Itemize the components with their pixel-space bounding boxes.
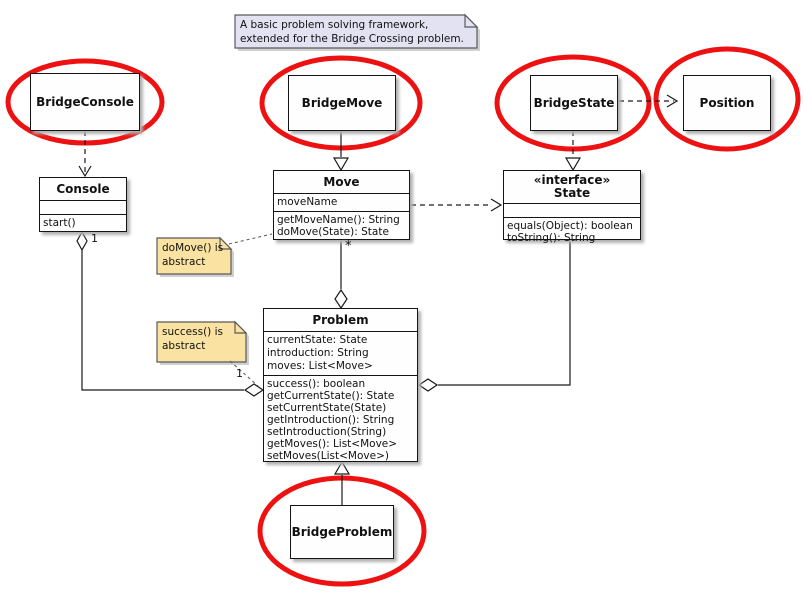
note-line: extended for the Bridge Crossing problem… — [240, 33, 464, 45]
method: equals(Object): boolean — [507, 220, 633, 232]
attributes-compartment — [40, 200, 126, 214]
method: doMove(State): State — [277, 226, 389, 238]
note-shapes — [156, 13, 480, 365]
realization-bridgestate-state — [564, 131, 582, 172]
methods-compartment: equals(Object): boolean toString(): Stri… — [504, 217, 640, 246]
dependency-move-state — [411, 198, 503, 212]
note-connectors — [228, 233, 273, 387]
stereotype-label: «interface» — [533, 173, 611, 187]
note-success-abstract: success() is abstract — [162, 325, 223, 353]
method: toString(): String — [507, 232, 596, 244]
note-line: success() is — [162, 326, 223, 338]
method: getMoveName(): String — [277, 213, 400, 226]
class-move: Move moveName getMoveName(): String doMo… — [273, 170, 410, 240]
class-name: BridgeMove — [301, 96, 383, 110]
note-line: abstract — [162, 340, 206, 352]
class-name: BridgeState — [533, 96, 615, 110]
method: setMoves(List<Move>) — [267, 450, 389, 462]
method: setCurrentState(State) — [267, 402, 387, 414]
class-name: BridgeConsole — [36, 95, 134, 109]
method: setIntroduction(String) — [267, 426, 387, 438]
attribute: moves: List<Move> — [267, 360, 373, 372]
multiplicity-problem-end: 1 — [236, 367, 243, 380]
class-name: Problem — [312, 313, 369, 327]
class-name: State — [553, 186, 591, 200]
class-bridgestate: BridgeState — [530, 75, 618, 131]
attribute: introduction: String — [267, 347, 369, 359]
method: start() — [43, 217, 76, 229]
class-bridgeproblem: BridgeProblem — [290, 505, 394, 559]
method: getMoves(): List<Move> — [267, 438, 398, 450]
attribute: moveName — [277, 196, 338, 208]
association-console-problem — [76, 230, 265, 397]
dependency-bridgeconsole-console — [78, 131, 92, 178]
note-line: abstract — [162, 256, 206, 268]
methods-compartment: start() — [40, 214, 126, 232]
class-name: Move — [323, 175, 360, 189]
note-line: doMove() is — [162, 242, 224, 254]
note-framework: A basic problem solving framework, exten… — [240, 18, 464, 46]
generalization-bridgemove-move — [332, 131, 350, 172]
multiplicity-console-end: 1 — [91, 232, 98, 245]
method: getCurrentState(): State — [267, 390, 395, 402]
class-name: Console — [56, 182, 110, 196]
method: success(): boolean — [267, 378, 366, 390]
multiplicity-moves-end: * — [345, 239, 352, 254]
class-name: BridgeProblem — [291, 525, 393, 539]
class-problem: Problem currentState: State introduction… — [263, 308, 418, 462]
method: getIntroduction(): String — [267, 414, 395, 426]
generalization-bridgeproblem-problem — [333, 460, 351, 505]
dependency-bridgestate-position — [619, 94, 679, 108]
class-bridgeconsole: BridgeConsole — [30, 73, 140, 131]
methods-compartment: success(): boolean getCurrentState(): St… — [264, 375, 417, 464]
class-name: Position — [699, 96, 755, 110]
class-position: Position — [683, 75, 771, 131]
attributes-compartment — [504, 203, 640, 217]
class-console: Console start() — [39, 177, 127, 232]
attribute: currentState: State — [267, 334, 368, 346]
class-state: «interface» State equals(Object): boolea… — [503, 170, 641, 244]
highlight-position — [653, 46, 801, 152]
attributes-compartment: moveName — [274, 193, 409, 211]
note-line: A basic problem solving framework, — [240, 19, 429, 31]
note-domove-abstract: doMove() is abstract — [162, 241, 223, 269]
attributes-compartment: currentState: State introduction: String… — [264, 331, 417, 375]
aggregation-problem-state — [417, 241, 571, 392]
class-title: «interface» State — [504, 171, 640, 203]
methods-compartment: getMoveName(): String doMove(State): Sta… — [274, 210, 409, 241]
class-bridgemove: BridgeMove — [288, 75, 396, 131]
